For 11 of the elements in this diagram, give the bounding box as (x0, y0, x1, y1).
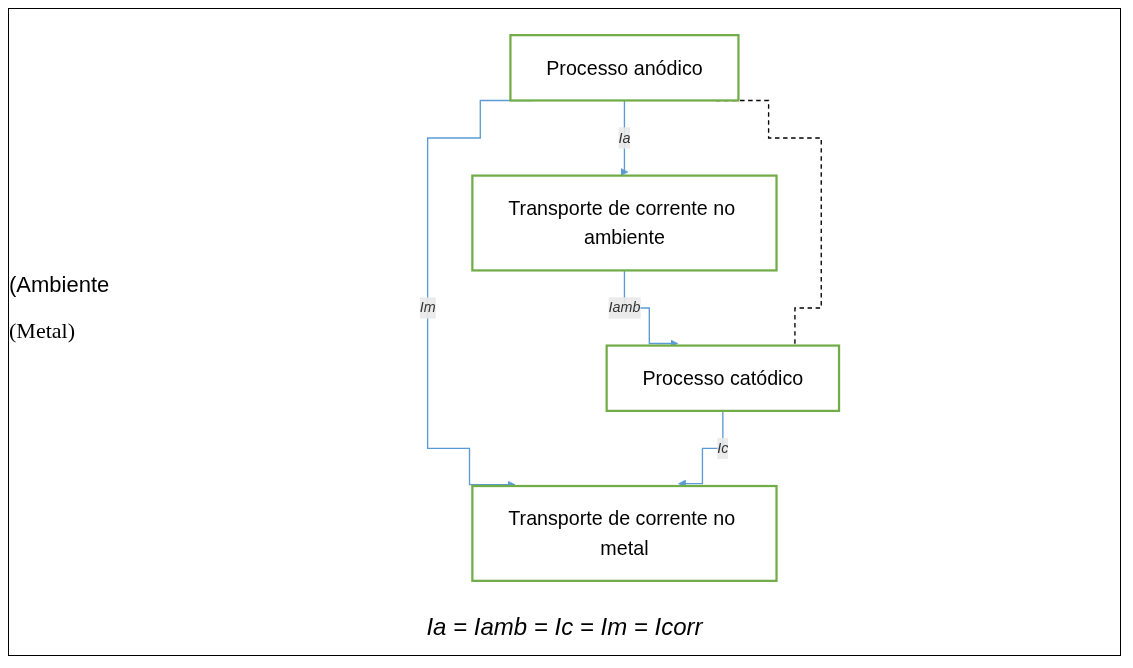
formula-caption: Ia = Iamb = Ic = Im = Icorr (426, 613, 703, 641)
edge-label: Im (419, 299, 436, 316)
edge-label: Iamb (608, 299, 641, 316)
node-box: Transporte de corrente no metal (471, 484, 778, 582)
edge-label: Ic (717, 440, 729, 456)
region-label: (Ambiente (9, 272, 110, 298)
node-box: Processo anódico (509, 34, 740, 102)
edge-label: Ia (618, 129, 631, 146)
node-box: Processo catódico (605, 344, 841, 412)
node-box: Transporte de corrente no ambiente (471, 174, 778, 272)
region-label: (Metal) (9, 318, 76, 344)
